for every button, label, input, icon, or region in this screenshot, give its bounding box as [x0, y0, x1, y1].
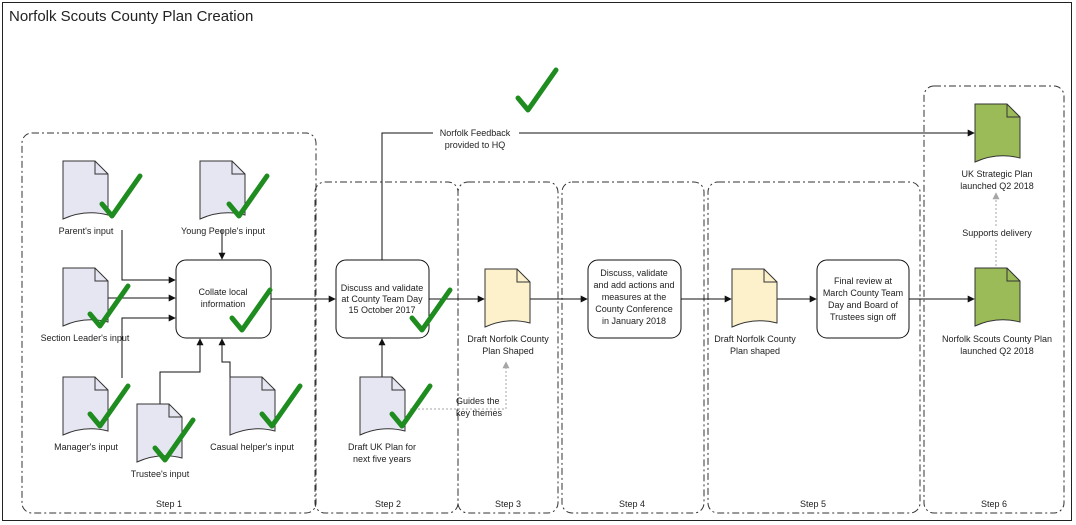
step6-label: Step 6 — [981, 499, 1007, 509]
manager-to-collate-arrow — [121, 314, 176, 378]
page-title: Norfolk Scouts County Plan Creation — [9, 8, 254, 25]
feedback-label-1: Norfolk Feedback — [440, 128, 511, 138]
supports-label: Supports delivery — [962, 228, 1032, 238]
young-people-check-icon — [226, 173, 270, 219]
discuss-text-3: 15 October 2017 — [348, 305, 415, 315]
step4-label: Step 4 — [619, 499, 645, 509]
discuss-text-1: Discuss and validate — [341, 283, 424, 293]
conference-process-box — [587, 259, 682, 339]
norfolk-plan-document-icon — [974, 267, 1021, 327]
discuss-text-2: at County Team Day — [341, 294, 423, 304]
draft-norfolk-label-2: Plan Shaped — [482, 346, 534, 356]
parents-check-icon — [99, 173, 143, 219]
review-text-2: March County Team — [823, 288, 903, 298]
step3-label: Step 3 — [495, 499, 521, 509]
step2-lane — [314, 181, 459, 514]
step1-label: Step 1 — [156, 499, 182, 509]
conference-text-3: measures at the — [602, 292, 667, 302]
discuss-validate-process-box — [335, 259, 430, 339]
conference-text-4: County Conference — [595, 304, 673, 314]
section-leader-label: Section Leader's input — [41, 333, 130, 343]
feedback-check-icon — [515, 67, 559, 113]
norfolk-plan-label-1: Norfolk Scouts County Plan — [942, 334, 1052, 344]
uk-strategic-label-1: UK Strategic Plan — [961, 169, 1032, 179]
review-text-1: Final review at — [834, 276, 893, 286]
parents-to-collate-arrow — [121, 230, 176, 284]
draft-norfolk-document-icon — [484, 268, 531, 328]
collate-text-1: Collate local — [198, 287, 247, 297]
norfolk-plan-label-2: launched Q2 2018 — [960, 346, 1034, 356]
guides-arrow — [410, 361, 510, 410]
draft-uk-check-icon — [389, 383, 433, 429]
draft-norfolk-shaped-label-2: Plan shaped — [730, 346, 780, 356]
parents-document-icon — [62, 160, 109, 220]
section-leader-document-icon — [62, 267, 109, 327]
young-people-document-icon — [199, 160, 246, 220]
guides-label-1: Guides the — [456, 396, 500, 406]
trustee-label: Trustee's input — [131, 469, 190, 479]
manager-check-icon — [87, 383, 131, 429]
conference-text-2: and add actions and — [593, 280, 674, 290]
section-leader-check-icon — [87, 283, 131, 329]
draft-uk-document-icon — [359, 376, 406, 436]
step4-lane — [561, 181, 705, 514]
manager-label: Manager's input — [54, 442, 118, 452]
discuss-check-icon — [409, 287, 453, 333]
uk-strategic-document-icon — [974, 103, 1021, 163]
uk-strategic-label-2: launched Q2 2018 — [960, 181, 1034, 191]
review-text-4: Trustees sign off — [830, 312, 897, 322]
step5-label: Step 5 — [800, 499, 826, 509]
young-people-label: Young People's input — [181, 226, 265, 236]
step1-lane — [21, 132, 317, 514]
review-text-3: Day and Board of — [828, 300, 899, 310]
draft-norfolk-shaped-document-icon — [731, 268, 778, 328]
step6-lane — [923, 85, 1065, 514]
guides-label-2: key themes — [456, 408, 503, 418]
casual-helper-label: Casual helper's input — [210, 442, 294, 452]
trustee-to-collate-arrow — [159, 338, 204, 404]
draft-norfolk-label-1: Draft Norfolk County — [467, 334, 549, 344]
draft-uk-label-1: Draft UK Plan for — [348, 442, 416, 452]
step2-label: Step 2 — [375, 499, 401, 509]
collate-text-2: information — [201, 299, 246, 309]
step3-lane — [457, 181, 559, 514]
casual-helper-to-collate-arrow — [218, 338, 231, 378]
trustee-check-icon — [152, 417, 196, 463]
step5-lane — [707, 181, 921, 514]
feedback-label-2: provided to HQ — [445, 140, 506, 150]
draft-uk-label-2: next five years — [353, 454, 412, 464]
draft-norfolk-shaped-label-1: Draft Norfolk County — [714, 334, 796, 344]
feedback-arrow — [381, 129, 975, 260]
final-review-process-box — [816, 259, 910, 339]
conference-text-1: Discuss, validate — [600, 268, 668, 278]
collate-check-icon — [229, 287, 273, 333]
casual-helper-check-icon — [259, 383, 303, 429]
parents-label: Parent's input — [59, 226, 114, 236]
casual-helper-document-icon — [229, 376, 276, 436]
conference-text-5: in January 2018 — [602, 316, 666, 326]
